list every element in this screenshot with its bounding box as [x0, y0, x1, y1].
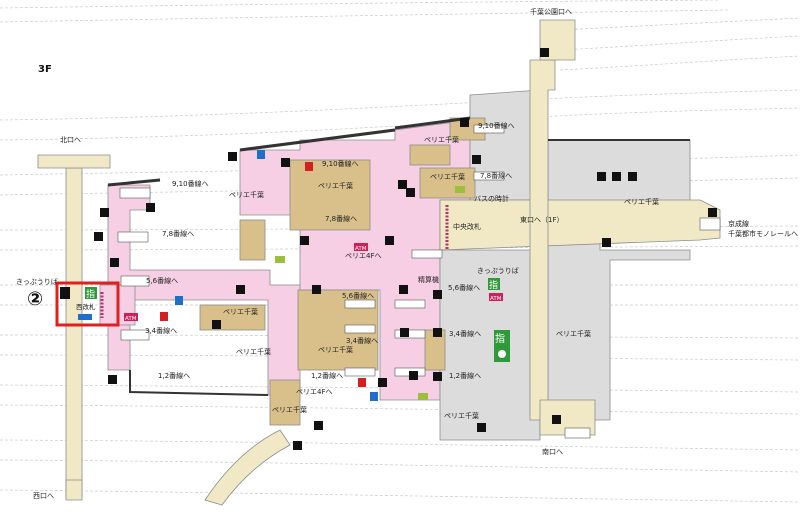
shop-label: ペリエ千葉 — [424, 135, 459, 144]
shop-label: ペリエ千葉 — [318, 345, 353, 354]
guide-center-icon: 指 — [494, 330, 510, 362]
wheelchair-icon — [212, 158, 387, 387]
guide-center-icon: 指 — [85, 287, 97, 300]
track-label: 5,6番線へ — [448, 283, 480, 292]
south-ramp — [204, 429, 291, 506]
exit-keisei[interactable]: 京成線 — [728, 219, 749, 228]
track-label: 7,8番線へ — [325, 214, 357, 223]
ticket-machine-icon — [60, 287, 92, 320]
guide-center-icon: 指 — [488, 278, 500, 291]
track-label: 1,2番線へ — [158, 371, 190, 380]
shop-label: ペリエ千葉 — [318, 181, 353, 190]
svg-text:ATM: ATM — [125, 316, 137, 322]
track-label: 1,2番線へ — [449, 371, 481, 380]
track-label: 5,6番線へ — [146, 276, 178, 285]
west-corridor — [37, 154, 111, 501]
track-label: 9,10番線へ — [172, 179, 209, 188]
svg-text:ATM: ATM — [355, 246, 367, 252]
shop-blocks — [199, 117, 486, 426]
svg-text:ATM: ATM — [490, 296, 502, 302]
shop-label: ペリエ4Fへ — [345, 252, 381, 260]
restroom-icon — [160, 150, 378, 401]
shop-label: ペリエ4Fへ — [296, 388, 332, 396]
track-label: 3,4番線へ — [346, 336, 378, 345]
east-gate-area — [439, 89, 691, 441]
floor-label: 3F — [38, 64, 52, 75]
escalator-icon — [94, 48, 717, 450]
track-label: 9,10番線へ — [478, 121, 515, 130]
track-label: 7,8番線へ — [480, 171, 512, 180]
exit-north[interactable]: 北口へ — [60, 136, 81, 144]
ticket-label: きっぷうりば — [477, 266, 519, 275]
west-concourse — [99, 184, 301, 396]
svg-text:指: 指 — [495, 332, 505, 345]
atm-icon: ATM — [354, 243, 368, 252]
exit-west[interactable]: 西口へ — [33, 492, 54, 500]
west-gate-label: 西改札 — [76, 302, 96, 311]
shop-label: ペリエ千葉 — [223, 307, 258, 316]
track-label: 7,8番線へ — [162, 229, 194, 238]
shop-label: ペリエ千葉 — [430, 172, 465, 181]
highlight-box — [55, 281, 120, 327]
track-label: 9,10番線へ — [322, 159, 359, 168]
exit-south[interactable]: 南口へ — [542, 447, 563, 456]
bus-clock-label: バスの時計 — [474, 194, 509, 203]
shop-label: ペリエ千葉 — [236, 347, 271, 356]
coin-locker-icon — [275, 186, 465, 400]
fare-adjust-label: 精算機 — [418, 275, 439, 284]
walls — [107, 116, 690, 396]
exit-chiba-park[interactable]: 千葉公園口へ — [530, 7, 572, 16]
east-corridor — [439, 19, 721, 436]
track-label: 3,4番線へ — [449, 329, 481, 338]
location-marker: ② — [27, 288, 43, 310]
track-label: 3,4番線へ — [145, 326, 177, 335]
svg-text:指: 指 — [489, 279, 498, 291]
track-label: 5,6番線へ — [342, 291, 374, 300]
exit-monorail[interactable]: 千葉都市モノレールへ — [728, 229, 798, 238]
atm-icon: ATM — [489, 293, 503, 302]
shop-label: ペリエ千葉 — [272, 405, 307, 414]
shop-label: ペリエ千葉 — [229, 190, 264, 199]
shop-label: ペリエ千葉 — [556, 329, 591, 338]
atm-icon: ATM — [124, 313, 138, 322]
track-label: 1,2番線へ — [311, 371, 343, 380]
shop-label: ペリエ千葉 — [624, 197, 659, 206]
exit-east[interactable]: 東口へ（1F） — [520, 215, 563, 224]
svg-text:指: 指 — [86, 288, 95, 300]
central-gate-label: 中央改札 — [453, 222, 481, 231]
ticket-label: きっぷうりば — [16, 277, 58, 286]
shop-label: ペリエ千葉 — [444, 411, 479, 420]
